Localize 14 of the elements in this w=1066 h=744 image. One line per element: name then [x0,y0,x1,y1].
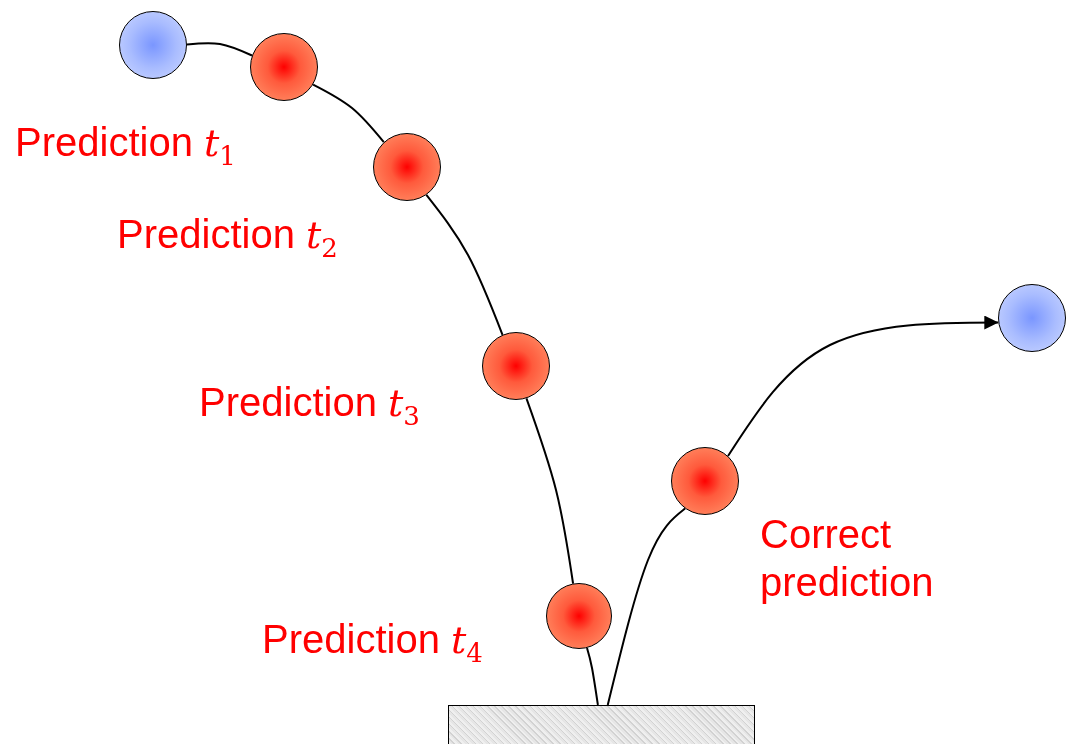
trajectory-arrow [727,315,1000,457]
prediction-label: Correct prediction [760,511,935,606]
trajectory-line [186,42,253,57]
prediction-label: Prediction t$_{3}$ [199,379,420,433]
prediction-label: Prediction t$_{1}$ [15,119,236,173]
trajectory-line [312,83,385,144]
trajectory-line [525,397,575,585]
prediction-label: Prediction t$_{2}$ [117,211,338,265]
predicted-ball [373,133,441,201]
trajectory-line [425,193,504,336]
prediction-label: Prediction t$_{4}$ [262,616,483,670]
trajectory-line [606,507,687,706]
ground-block [448,705,755,744]
trajectory-line [586,647,599,706]
